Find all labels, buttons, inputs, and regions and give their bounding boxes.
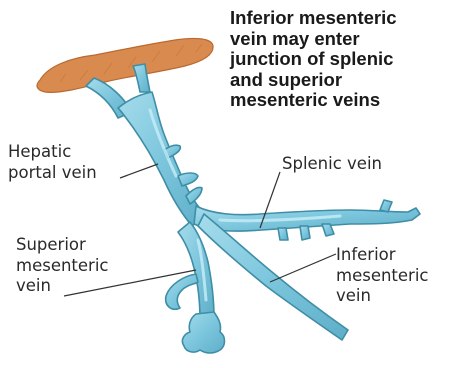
label-line: Superior [16, 235, 109, 256]
caption-line: and superior [230, 70, 452, 91]
caption-line: mesenteric veins [230, 90, 452, 111]
label-line: Inferior [336, 245, 429, 266]
hepatic-portal-vein-trunk [118, 92, 206, 226]
label-line: vein [336, 286, 429, 307]
caption-note: Inferior mesenteric vein may enter junct… [230, 8, 452, 111]
splenic-vein-label: Splenic vein [282, 154, 382, 175]
splenic-tributary-2 [300, 226, 310, 240]
label-line: vein [16, 276, 109, 297]
label-line: Hepatic [8, 142, 97, 163]
label-line: portal vein [8, 163, 97, 184]
label-line: Splenic vein [282, 154, 382, 175]
splenic-tributary-1 [278, 228, 288, 240]
label-line: mesenteric [16, 256, 109, 277]
sm-bottom-branches [182, 312, 224, 353]
hepatic-portal-vein-label: Hepatic portal vein [8, 142, 97, 183]
trunk-tributary-2 [178, 173, 198, 186]
splenic-tributary-4 [380, 200, 392, 212]
caption-line: Inferior mesenteric [230, 8, 452, 29]
superior-mesenteric-vein-label: Superior mesenteric vein [16, 235, 109, 297]
label-line: mesenteric [336, 266, 429, 287]
liver-tissue [37, 38, 213, 92]
sm-curl [166, 274, 198, 309]
caption-line: vein may enter [230, 29, 452, 50]
inferior-mesenteric-vein-label: Inferior mesenteric vein [336, 245, 429, 307]
hepatic-leader-line [120, 164, 158, 178]
inferior-leader-line [270, 254, 336, 282]
caption-line: junction of splenic [230, 49, 452, 70]
